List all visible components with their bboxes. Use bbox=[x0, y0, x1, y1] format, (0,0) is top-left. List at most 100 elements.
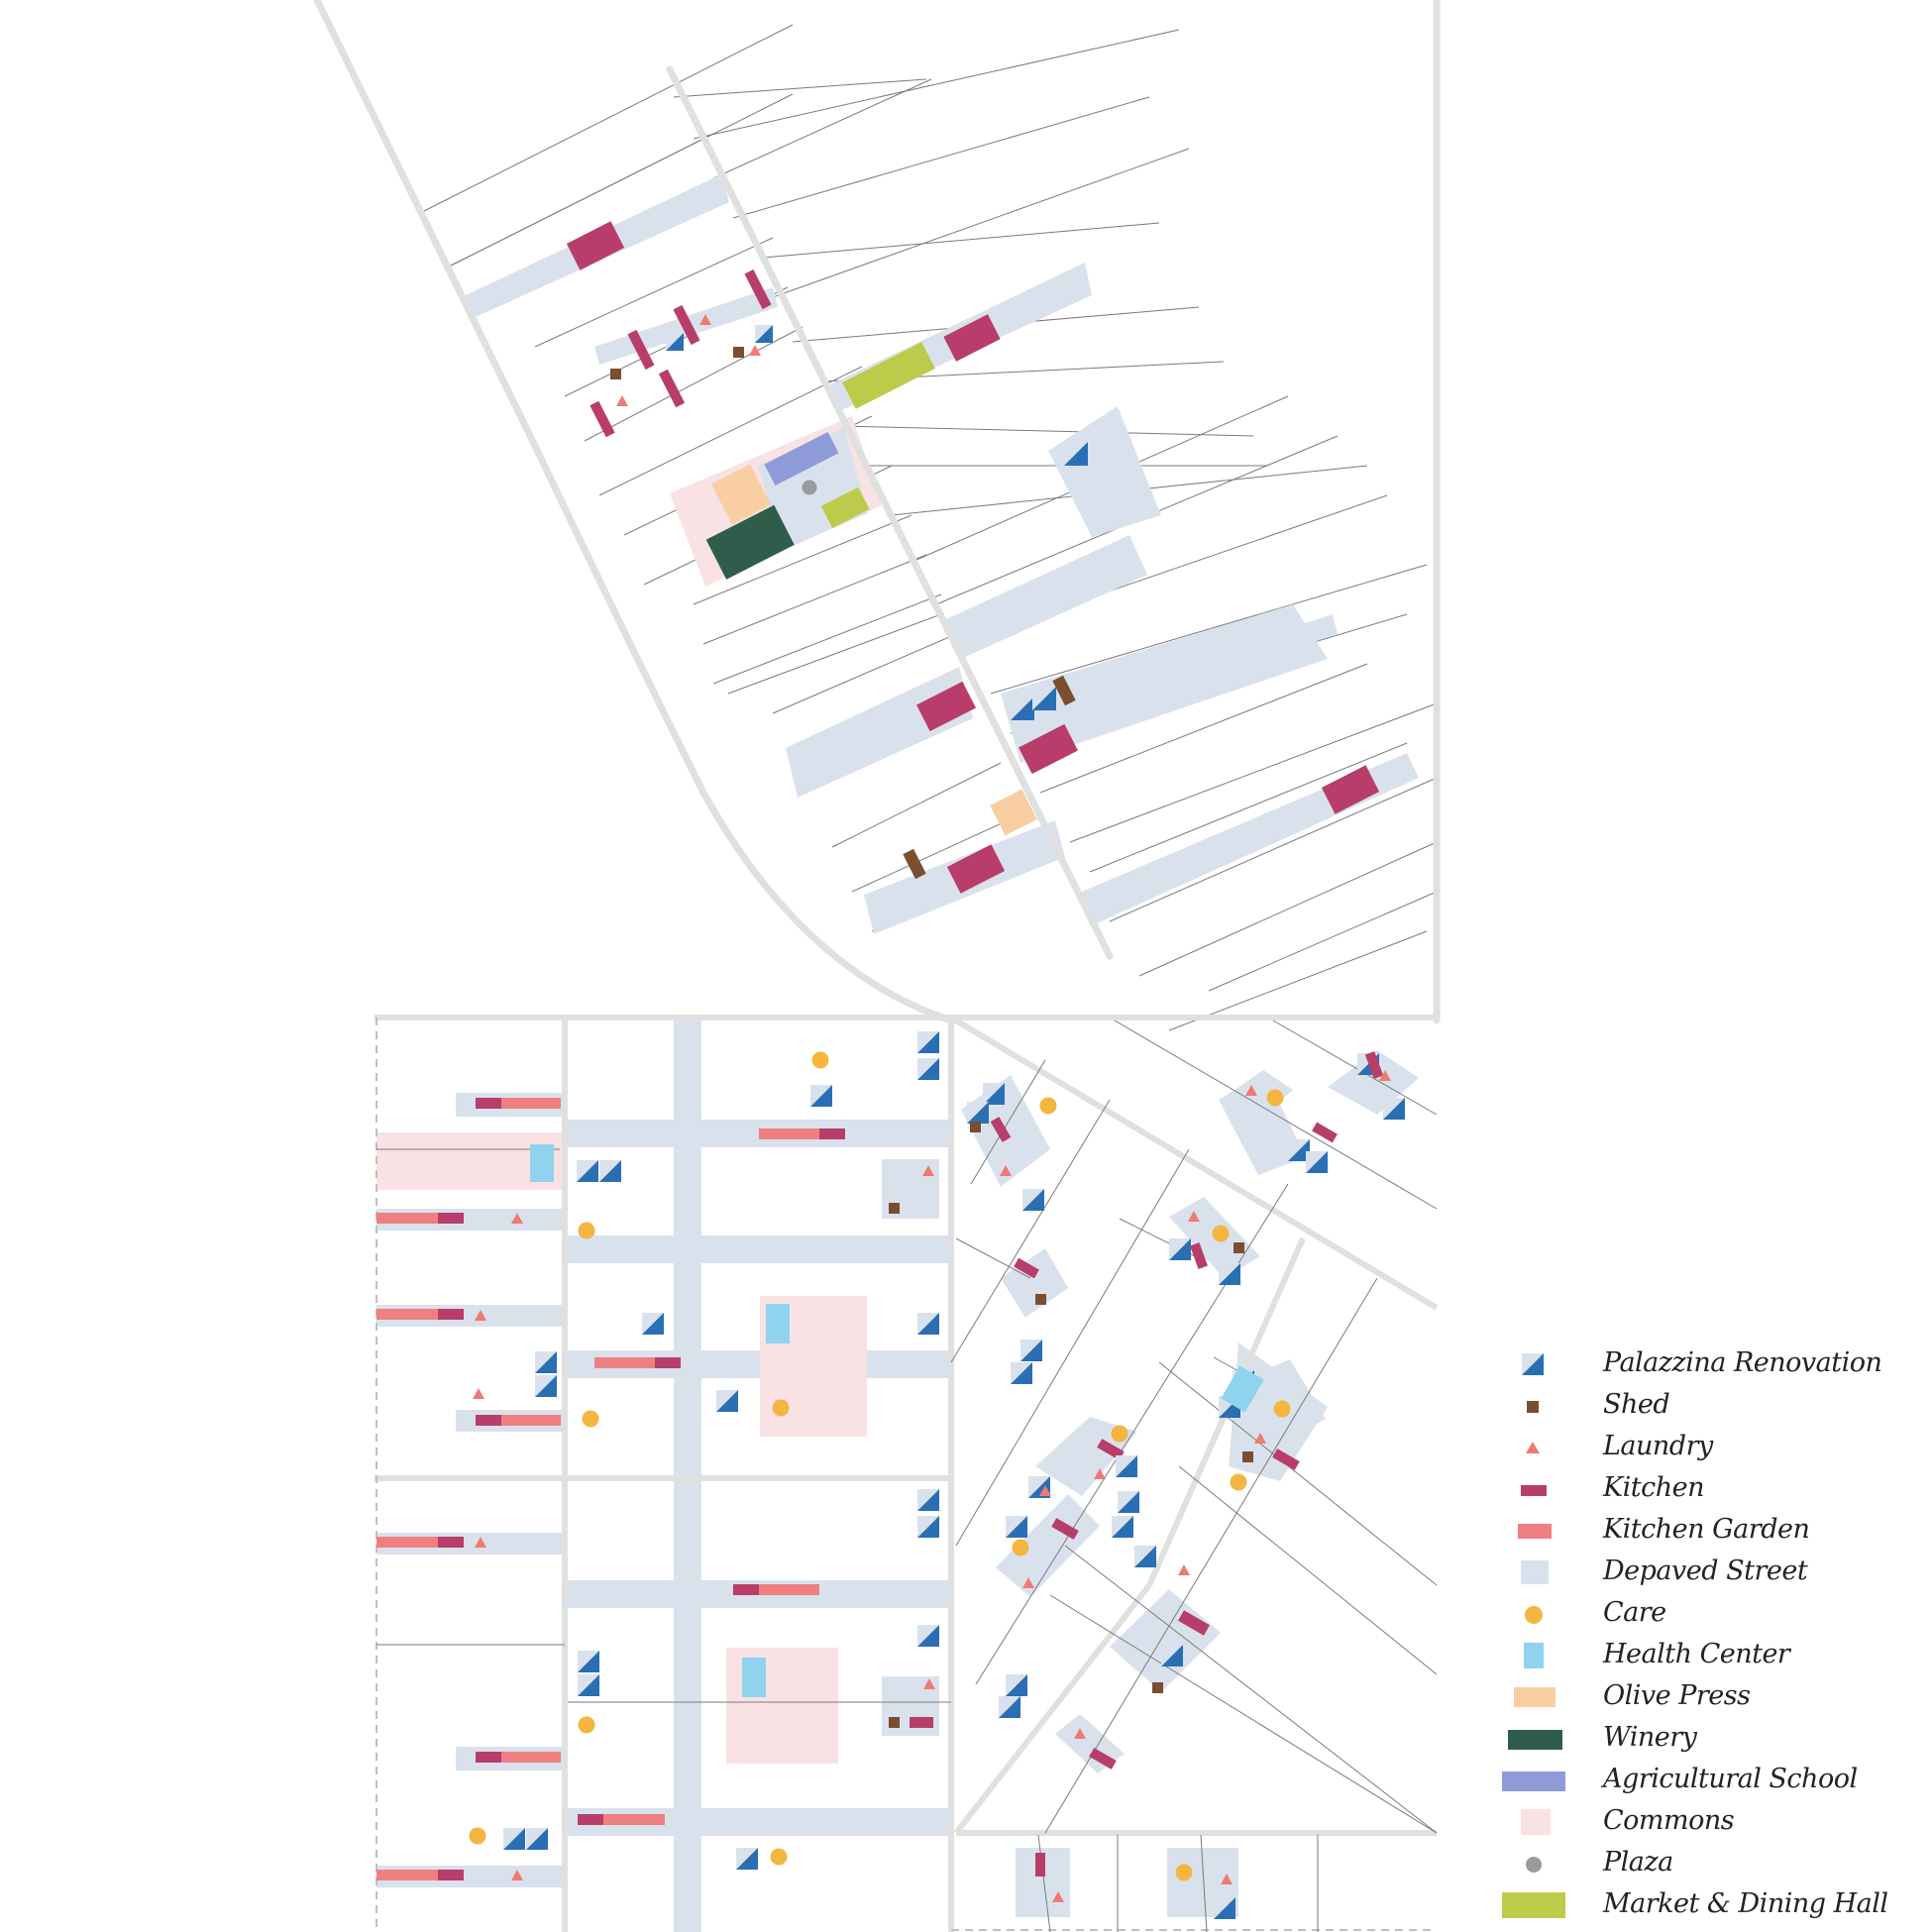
laundry bbox=[1074, 1728, 1086, 1739]
laundry bbox=[923, 1678, 935, 1689]
shed bbox=[889, 1203, 900, 1214]
laundry bbox=[1000, 1165, 1012, 1176]
kitchen bbox=[566, 221, 625, 270]
kitchen bbox=[1089, 1748, 1117, 1770]
legend-item-agricultural-school: Agricultural School bbox=[1496, 1764, 1922, 1797]
legend-label: Shed bbox=[1603, 1389, 1670, 1420]
legend-item-winery: Winery bbox=[1496, 1722, 1922, 1756]
legend-item-olive-press: Olive Press bbox=[1496, 1680, 1922, 1714]
kitchen bbox=[744, 268, 772, 310]
palazzina-renovation-triangle bbox=[1118, 1491, 1139, 1513]
shed bbox=[733, 347, 744, 358]
palazzina-renovation-triangle bbox=[503, 1828, 525, 1850]
palazzina-renovation-triangle bbox=[526, 1828, 548, 1850]
legend-label: Olive Press bbox=[1603, 1680, 1751, 1711]
palazzina-renovation-triangle bbox=[1011, 1362, 1032, 1384]
kitchen bbox=[438, 1309, 464, 1320]
legend-label: Plaza bbox=[1603, 1847, 1673, 1878]
palazzina-renovation-triangle bbox=[578, 1674, 599, 1696]
palazzina-renovation-triangle bbox=[577, 1160, 598, 1182]
kitchen bbox=[476, 1752, 501, 1763]
palazzina-renovation-triangle bbox=[578, 1651, 599, 1672]
kitchen bbox=[438, 1213, 464, 1224]
palazzina-renovation-triangle bbox=[917, 1058, 939, 1080]
palazzina-renovation-triangle bbox=[1134, 1546, 1156, 1567]
care bbox=[1012, 1539, 1029, 1556]
kitchen-garden bbox=[476, 1098, 561, 1109]
kitchen-garden bbox=[476, 1415, 561, 1426]
palazzina-renovation-triangle bbox=[967, 1102, 989, 1124]
legend-item-care: Care bbox=[1496, 1597, 1922, 1631]
legend-item-commons: Commons bbox=[1496, 1805, 1922, 1839]
laundry bbox=[1094, 1468, 1106, 1479]
care bbox=[1273, 1400, 1291, 1418]
care bbox=[469, 1827, 486, 1845]
legend-label: Market & Dining Hall bbox=[1603, 1888, 1888, 1919]
kitchen bbox=[1035, 1853, 1045, 1877]
kitchen bbox=[1312, 1122, 1338, 1143]
care-icon bbox=[1525, 1606, 1543, 1624]
palazzina-icon bbox=[1522, 1353, 1544, 1375]
laundry bbox=[473, 1388, 484, 1399]
market-dining-hall-icon bbox=[1502, 1892, 1565, 1918]
care bbox=[1175, 1864, 1193, 1881]
olive-press-icon bbox=[1514, 1687, 1556, 1707]
kitchen bbox=[733, 1584, 759, 1595]
legend-item-health-center: Health Center bbox=[1496, 1639, 1922, 1672]
palazzina-renovation-triangle bbox=[1214, 1897, 1235, 1919]
palazzina-renovation-triangle bbox=[535, 1351, 557, 1373]
kitchen bbox=[658, 369, 686, 408]
palazzina-renovation-triangle bbox=[1006, 1516, 1027, 1538]
kitchen bbox=[946, 844, 1006, 894]
laundry bbox=[1188, 1211, 1200, 1222]
health-center bbox=[742, 1658, 766, 1697]
winery-icon bbox=[1508, 1730, 1562, 1750]
legend-label: Kitchen Garden bbox=[1603, 1514, 1810, 1545]
kitchen bbox=[1019, 723, 1078, 775]
palazzina-renovation-triangle bbox=[1022, 1189, 1044, 1211]
laundry bbox=[475, 1310, 486, 1321]
kitchen bbox=[438, 1537, 464, 1548]
depaved-street-icon bbox=[1521, 1560, 1549, 1584]
laundry bbox=[922, 1165, 934, 1176]
shed bbox=[1242, 1451, 1253, 1462]
palazzina-renovation-triangle bbox=[1032, 687, 1056, 710]
legend-label: Care bbox=[1603, 1597, 1666, 1628]
laundry bbox=[511, 1213, 523, 1224]
care bbox=[811, 1051, 829, 1069]
legend-item-shed: Shed bbox=[1496, 1389, 1922, 1423]
kitchen-garden bbox=[476, 1752, 561, 1763]
olive-press bbox=[990, 789, 1037, 836]
kitchen bbox=[1364, 1051, 1384, 1079]
commons-icon bbox=[1521, 1809, 1551, 1835]
shed bbox=[970, 1122, 981, 1132]
palazzina-renovation-triangle bbox=[917, 1516, 939, 1538]
legend-item-plaza: Plaza bbox=[1496, 1847, 1922, 1880]
palazzina-renovation-triangle bbox=[599, 1160, 621, 1182]
laundry bbox=[616, 395, 628, 406]
kitchen bbox=[590, 400, 615, 438]
care bbox=[1212, 1225, 1230, 1242]
palazzina-renovation-triangle bbox=[1112, 1516, 1133, 1538]
shed-icon bbox=[1527, 1401, 1539, 1413]
health-center bbox=[766, 1304, 790, 1343]
kitchen bbox=[916, 681, 976, 732]
shed bbox=[903, 848, 926, 880]
legend-label: Kitchen bbox=[1603, 1472, 1705, 1503]
kitchen bbox=[1190, 1242, 1208, 1269]
palazzina-renovation-triangle bbox=[917, 1489, 939, 1511]
palazzina-renovation-triangle bbox=[1288, 1139, 1310, 1161]
palazzina-renovation-triangle bbox=[1219, 1263, 1240, 1285]
palazzina-renovation-triangle bbox=[1161, 1645, 1183, 1666]
care bbox=[1230, 1473, 1247, 1491]
kitchen-garden bbox=[376, 1537, 464, 1548]
care bbox=[772, 1399, 790, 1417]
palazzina-renovation-triangle bbox=[1064, 442, 1088, 466]
plaza bbox=[802, 480, 817, 495]
health-center-icon bbox=[1524, 1643, 1544, 1668]
care bbox=[582, 1410, 599, 1428]
legend-label: Agricultural School bbox=[1603, 1764, 1858, 1794]
palazzina-renovation-triangle bbox=[810, 1085, 832, 1107]
palazzina-renovation-triangle bbox=[666, 333, 684, 351]
